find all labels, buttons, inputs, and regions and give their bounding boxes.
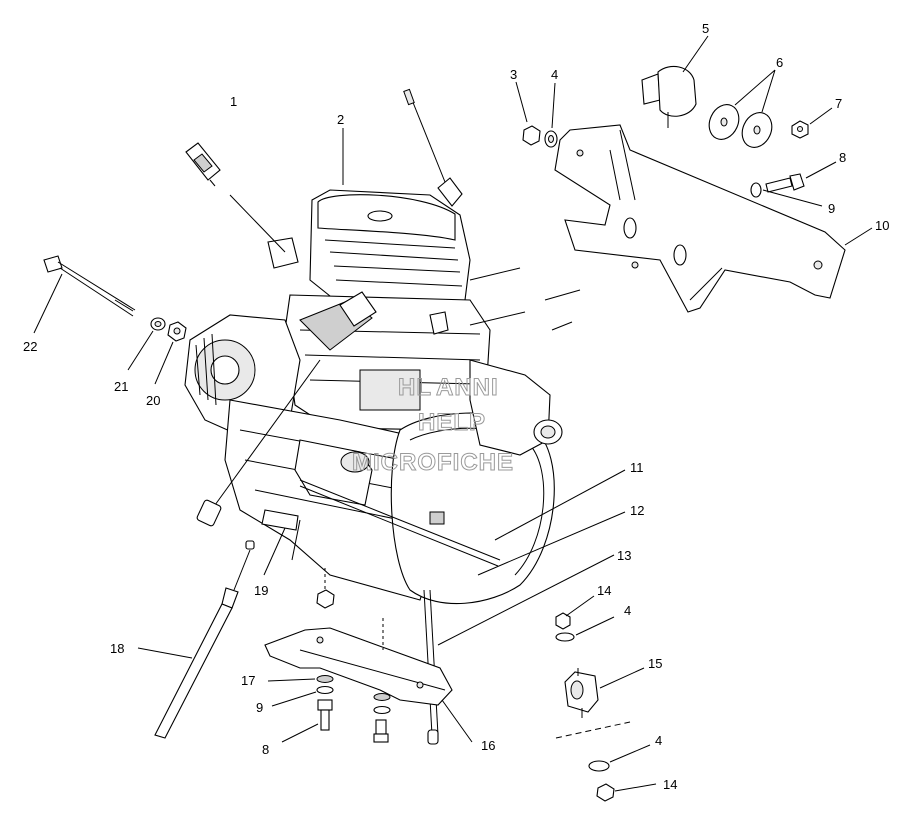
watermark-line-4: MICROFICHE bbox=[352, 449, 514, 476]
callout-14b: 14 bbox=[663, 777, 677, 792]
callout-22: 22 bbox=[23, 339, 37, 354]
dipstick-part bbox=[154, 540, 255, 739]
callout-14: 14 bbox=[597, 583, 611, 598]
callout-4: 4 bbox=[551, 67, 558, 82]
washer-part bbox=[544, 130, 558, 148]
callout-13: 13 bbox=[617, 548, 631, 563]
callout-18: 18 bbox=[110, 641, 124, 656]
callout-15: 15 bbox=[648, 656, 662, 671]
washer-part bbox=[316, 675, 334, 683]
callout-4c: 4 bbox=[655, 733, 662, 748]
washer-part bbox=[150, 317, 166, 331]
nut-part bbox=[596, 783, 615, 802]
engine-assembly bbox=[184, 88, 581, 745]
washer-part bbox=[708, 104, 740, 140]
callout-3: 3 bbox=[510, 67, 517, 82]
callout-5: 5 bbox=[702, 21, 709, 36]
nut-part bbox=[555, 612, 571, 630]
washer-part bbox=[750, 182, 762, 198]
callout-10: 10 bbox=[875, 218, 889, 233]
callout-16: 16 bbox=[481, 738, 495, 753]
callout-1: 1 bbox=[230, 94, 237, 109]
nut-part bbox=[316, 568, 335, 609]
callout-7: 7 bbox=[835, 96, 842, 111]
spark-plug-part bbox=[185, 142, 221, 187]
callout-17: 17 bbox=[241, 673, 255, 688]
callout-8b: 8 bbox=[262, 742, 269, 757]
nut-part bbox=[522, 125, 541, 146]
rubber-mount-part bbox=[564, 668, 599, 718]
callout-21: 21 bbox=[114, 379, 128, 394]
washer-part bbox=[555, 632, 575, 642]
washer-part bbox=[373, 693, 391, 715]
bolt-part bbox=[317, 699, 333, 731]
callout-8: 8 bbox=[839, 150, 846, 165]
engine-mount-plate-part bbox=[264, 618, 453, 706]
callout-4b: 4 bbox=[624, 603, 631, 618]
callout-6: 6 bbox=[776, 55, 783, 70]
callout-11: 11 bbox=[630, 460, 644, 475]
washer-part bbox=[741, 112, 773, 148]
callout-labels: 1 2 3 4 5 6 7 8 9 10 11 12 13 14 4 15 4 … bbox=[23, 21, 889, 792]
nut-part bbox=[791, 120, 809, 139]
washer-part bbox=[316, 685, 334, 695]
bolt-part bbox=[373, 719, 389, 743]
bolt-part bbox=[765, 173, 805, 193]
callout-9: 9 bbox=[828, 201, 835, 216]
callout-2: 2 bbox=[337, 112, 344, 127]
callout-9b: 9 bbox=[256, 700, 263, 715]
mounting-bracket-part bbox=[554, 124, 846, 313]
leader-lines bbox=[33, 35, 873, 792]
callout-20: 20 bbox=[146, 393, 160, 408]
watermark-line-2: ANNI bbox=[436, 374, 499, 401]
callout-19: 19 bbox=[254, 583, 268, 598]
rubber-mount-part bbox=[641, 65, 697, 128]
washer-part bbox=[588, 760, 610, 772]
long-bolt-part bbox=[43, 255, 136, 317]
watermark-line-1: HL bbox=[398, 374, 432, 401]
watermark: HL ANNI HELP MICROFICHE bbox=[352, 374, 514, 477]
nut-part bbox=[167, 321, 187, 342]
callout-12: 12 bbox=[630, 503, 644, 518]
watermark-line-3: HELP bbox=[418, 409, 486, 436]
